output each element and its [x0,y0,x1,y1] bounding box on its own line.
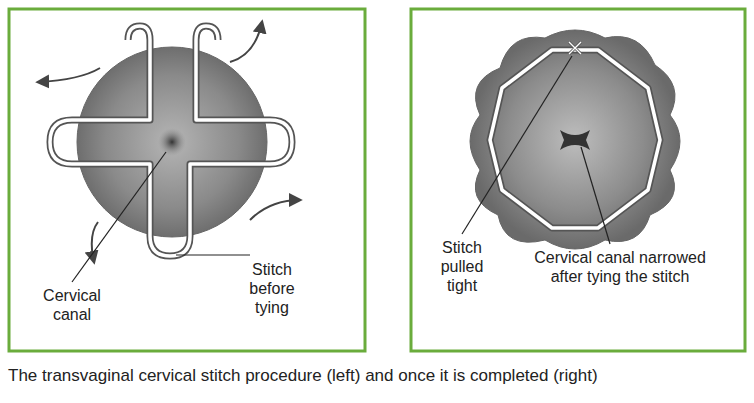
cervical-canal [158,128,186,156]
cervix [470,30,680,249]
part-label: Stitch pulled tight [424,238,500,295]
leader-line [72,56,610,282]
cervical-canal [560,130,590,150]
part-label: Cervical canal narrowed after tying the … [520,248,720,286]
panel-frame [411,9,745,351]
direction-arrow [38,22,300,262]
part-label: Stitch before tying [232,260,312,317]
panel-frame [9,9,365,351]
stitch [490,42,660,228]
part-label: Cervical canal [22,286,122,324]
figure-caption: The transvaginal cervical stitch procedu… [8,366,598,386]
stitch [50,26,292,256]
cervix [77,47,267,237]
